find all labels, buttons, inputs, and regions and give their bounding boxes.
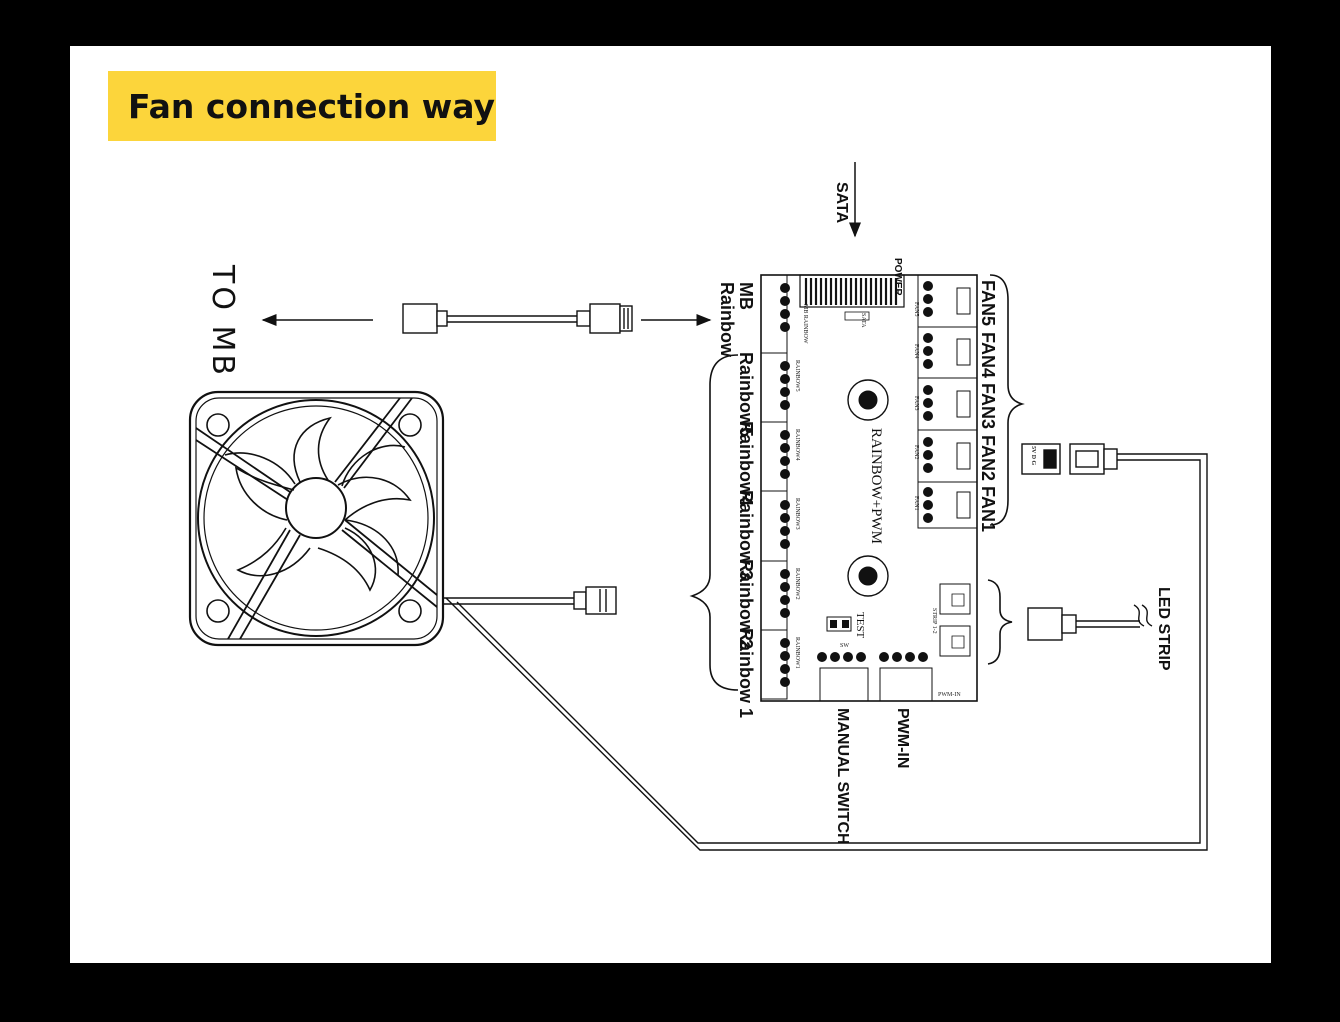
controller-board xyxy=(760,274,978,702)
sata-arrow-label: SATA xyxy=(833,182,850,224)
strip-pcb-label: STRIP 1-2 xyxy=(931,608,937,634)
pcb-rainbow-label-5: RAINBOW5 xyxy=(794,360,800,392)
pcb-rainbow-label-mb: MB RAINBOW xyxy=(802,304,808,344)
led-strip-brace xyxy=(987,579,1013,665)
fan-cable xyxy=(443,453,1208,851)
title-badge: Fan connection way xyxy=(108,71,496,141)
fan-plug xyxy=(1021,443,1118,475)
fan-label-2: FAN2 xyxy=(978,435,998,482)
page-title: Fan connection way xyxy=(128,86,496,126)
pcb-rainbow-label-1: RAINBOW1 xyxy=(794,637,800,669)
board-pins xyxy=(780,281,933,687)
diagram-sheet xyxy=(70,46,1271,963)
pwm-in-pcb-label: PWM-IN xyxy=(938,692,961,698)
to-mb-label: TO MB xyxy=(205,265,240,378)
fan-label-5: FAN5 xyxy=(978,280,998,327)
test-label: TEST xyxy=(854,612,866,639)
connector-pins-label: 5V D G xyxy=(1030,446,1036,466)
pcb-fan-label-2: FAN2 xyxy=(913,445,919,460)
sata-port-label: SATA xyxy=(860,313,866,328)
led-strip-label: LED STRIP xyxy=(1155,587,1172,671)
pcb-fan-label-4: FAN4 xyxy=(913,344,919,359)
rainbow-brace xyxy=(689,354,739,691)
manual-switch-label: MANUAL SWITCH xyxy=(834,708,851,845)
sw-pcb-label: SW xyxy=(840,643,849,649)
fan-label-4: FAN4 xyxy=(978,332,998,379)
pcb-rainbow-label-3: RAINBOW3 xyxy=(794,498,800,530)
pcb-fan-label-5: FAN5 xyxy=(913,302,919,317)
pcb-fan-label-3: FAN3 xyxy=(913,396,919,411)
fan-label-3: FAN3 xyxy=(978,383,998,430)
board-name-label: RAINBOW+PWM xyxy=(868,428,884,544)
mb-rainbow-cable xyxy=(402,303,633,334)
mb-rainbow-label-line1: MB xyxy=(736,282,756,310)
rainbow-label-1: Rainbow 1 xyxy=(736,628,756,719)
pcb-rainbow-label-2: RAINBOW2 xyxy=(794,568,800,600)
pcb-rainbow-label-4: RAINBOW4 xyxy=(794,429,800,461)
power-label: POWER xyxy=(892,258,903,296)
pcb-fan-label-1: FAN1 xyxy=(913,496,919,511)
fan-label-1: FAN1 xyxy=(978,486,998,533)
pwm-in-label: PWM-IN xyxy=(894,708,911,769)
fan-illustration xyxy=(188,390,445,647)
mb-rainbow-label-line2: Rainbow xyxy=(717,282,737,357)
fan-brace xyxy=(989,274,1025,526)
led-strip-plug xyxy=(1027,604,1153,641)
